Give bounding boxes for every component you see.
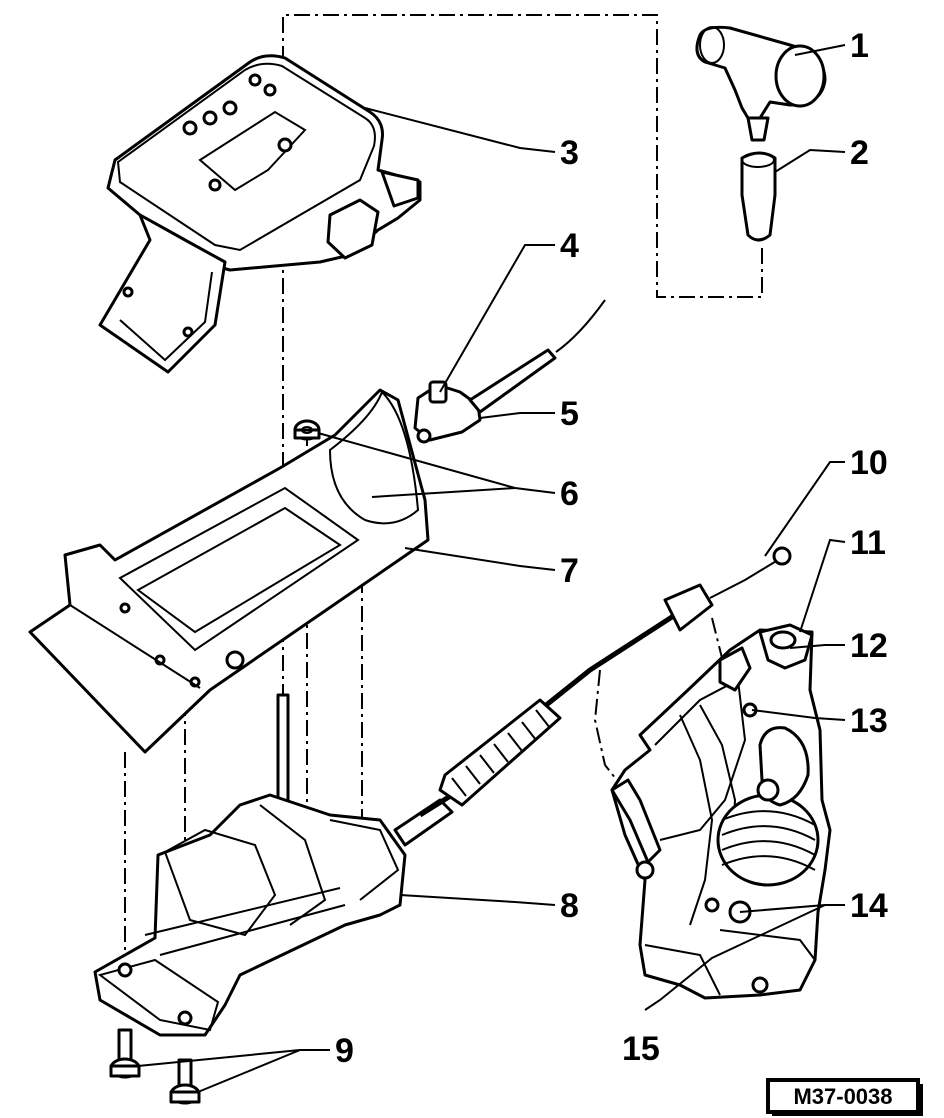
- callout-8: 8: [560, 887, 579, 925]
- callout-10: 10: [850, 444, 888, 482]
- part-9-bolts: [109, 1028, 201, 1105]
- callout-13: 13: [850, 702, 888, 740]
- callout-4: 4: [560, 227, 579, 265]
- callout-5: 5: [560, 395, 579, 433]
- callout-9: 9: [335, 1032, 354, 1070]
- reference-code-box: M37-0038: [766, 1078, 923, 1116]
- part-2-lever-sleeve: [740, 151, 777, 242]
- part-8-shift-mechanism: [93, 693, 454, 1037]
- callout-14: 14: [850, 887, 888, 925]
- callout-1: 1: [850, 27, 869, 65]
- selector-cable: [418, 546, 792, 818]
- callout-7: 7: [560, 552, 579, 590]
- reference-code: M37-0038: [793, 1084, 892, 1109]
- part-7-mounting-plate: [28, 388, 430, 754]
- callout-3: 3: [560, 134, 579, 172]
- part-3-selector-cover: [98, 54, 422, 374]
- callout-2: 2: [850, 134, 869, 172]
- callout-11: 11: [850, 524, 886, 562]
- callout-15: 15: [622, 1030, 660, 1068]
- callout-6: 6: [560, 475, 579, 513]
- cable-ribs: [451, 709, 551, 797]
- callout-12: 12: [850, 627, 888, 665]
- transmission-housing: [610, 623, 832, 1000]
- callout-labels: 1 2 3 4 5 6 7 8 9 10 11 12 13 14 15: [335, 27, 888, 1070]
- leader-lines: [137, 44, 846, 1093]
- part-1-selector-handle: [695, 25, 827, 142]
